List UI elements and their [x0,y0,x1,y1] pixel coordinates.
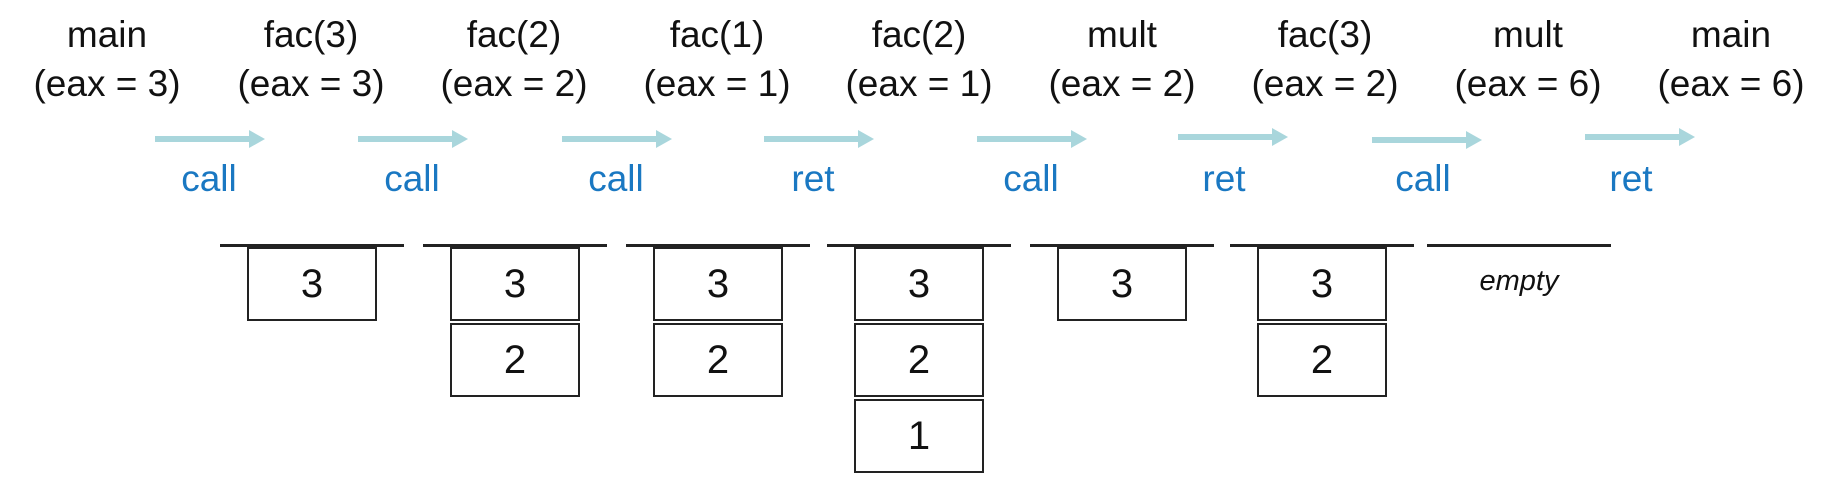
frame-label: mult (eax = 2) [1022,10,1222,108]
stack-cell: 3 [854,247,984,321]
stack-top-line [423,244,607,247]
frame-label: fac(2) (eax = 1) [819,10,1019,108]
frame-register: (eax = 2) [1251,63,1399,104]
ret-label: ret [1609,158,1653,199]
arrow-right-icon [562,129,672,149]
stack-cell: 2 [653,323,783,397]
frame-name: mult [1087,14,1157,55]
call-label: call [588,158,644,199]
frame-label: fac(2) (eax = 2) [414,10,614,108]
frame-register: (eax = 2) [440,63,588,104]
arrow-right-icon [1585,127,1695,147]
frame-name: mult [1493,14,1563,55]
frame-label: fac(3) (eax = 3) [211,10,411,108]
call-label: call [384,158,440,199]
frame-name: fac(2) [466,14,562,55]
frame-register: (eax = 6) [1454,63,1602,104]
frame-register: (eax = 6) [1657,63,1805,104]
frame-label: main (eax = 6) [1631,10,1825,108]
arrow-right-icon [1372,130,1482,150]
frame-label: mult (eax = 6) [1428,10,1628,108]
frame-name: main [1690,14,1772,55]
frame-register: (eax = 1) [845,63,993,104]
stack-cell: 2 [1257,323,1387,397]
stack-empty-label: empty [1479,265,1559,297]
frame-name: fac(2) [871,14,967,55]
arrow-right-icon [358,129,468,149]
stack-cell: 2 [854,323,984,397]
stack-top-line [626,244,810,247]
arrow-right-icon [764,129,874,149]
frame-label: fac(1) (eax = 1) [617,10,817,108]
arrow-right-icon [1178,127,1288,147]
stack-top-line [1427,244,1611,247]
call-label: call [1395,158,1451,199]
stack-cell: 2 [450,323,580,397]
stack-top-line [827,244,1011,247]
stack-top-line [220,244,404,247]
call-label: call [1003,158,1059,199]
frame-register: (eax = 3) [33,63,181,104]
stack-cell: 3 [450,247,580,321]
stack-cell: 3 [653,247,783,321]
frame-register: (eax = 1) [643,63,791,104]
frame-label: main (eax = 3) [7,10,207,108]
frame-register: (eax = 3) [237,63,385,104]
frame-name: fac(3) [263,14,359,55]
stack-top-line [1230,244,1414,247]
arrow-right-icon [977,129,1087,149]
stack-top-line [1030,244,1214,247]
call-label: call [181,158,237,199]
arrow-right-icon [155,129,265,149]
stack-cell: 3 [247,247,377,321]
ret-label: ret [1202,158,1246,199]
stack-cell: 3 [1057,247,1187,321]
frame-name: main [66,14,148,55]
frame-name: fac(1) [669,14,765,55]
stack-cell: 1 [854,399,984,473]
frame-register: (eax = 2) [1048,63,1196,104]
ret-label: ret [791,158,835,199]
stack-cell: 3 [1257,247,1387,321]
frame-name: fac(3) [1277,14,1373,55]
frame-label: fac(3) (eax = 2) [1225,10,1425,108]
